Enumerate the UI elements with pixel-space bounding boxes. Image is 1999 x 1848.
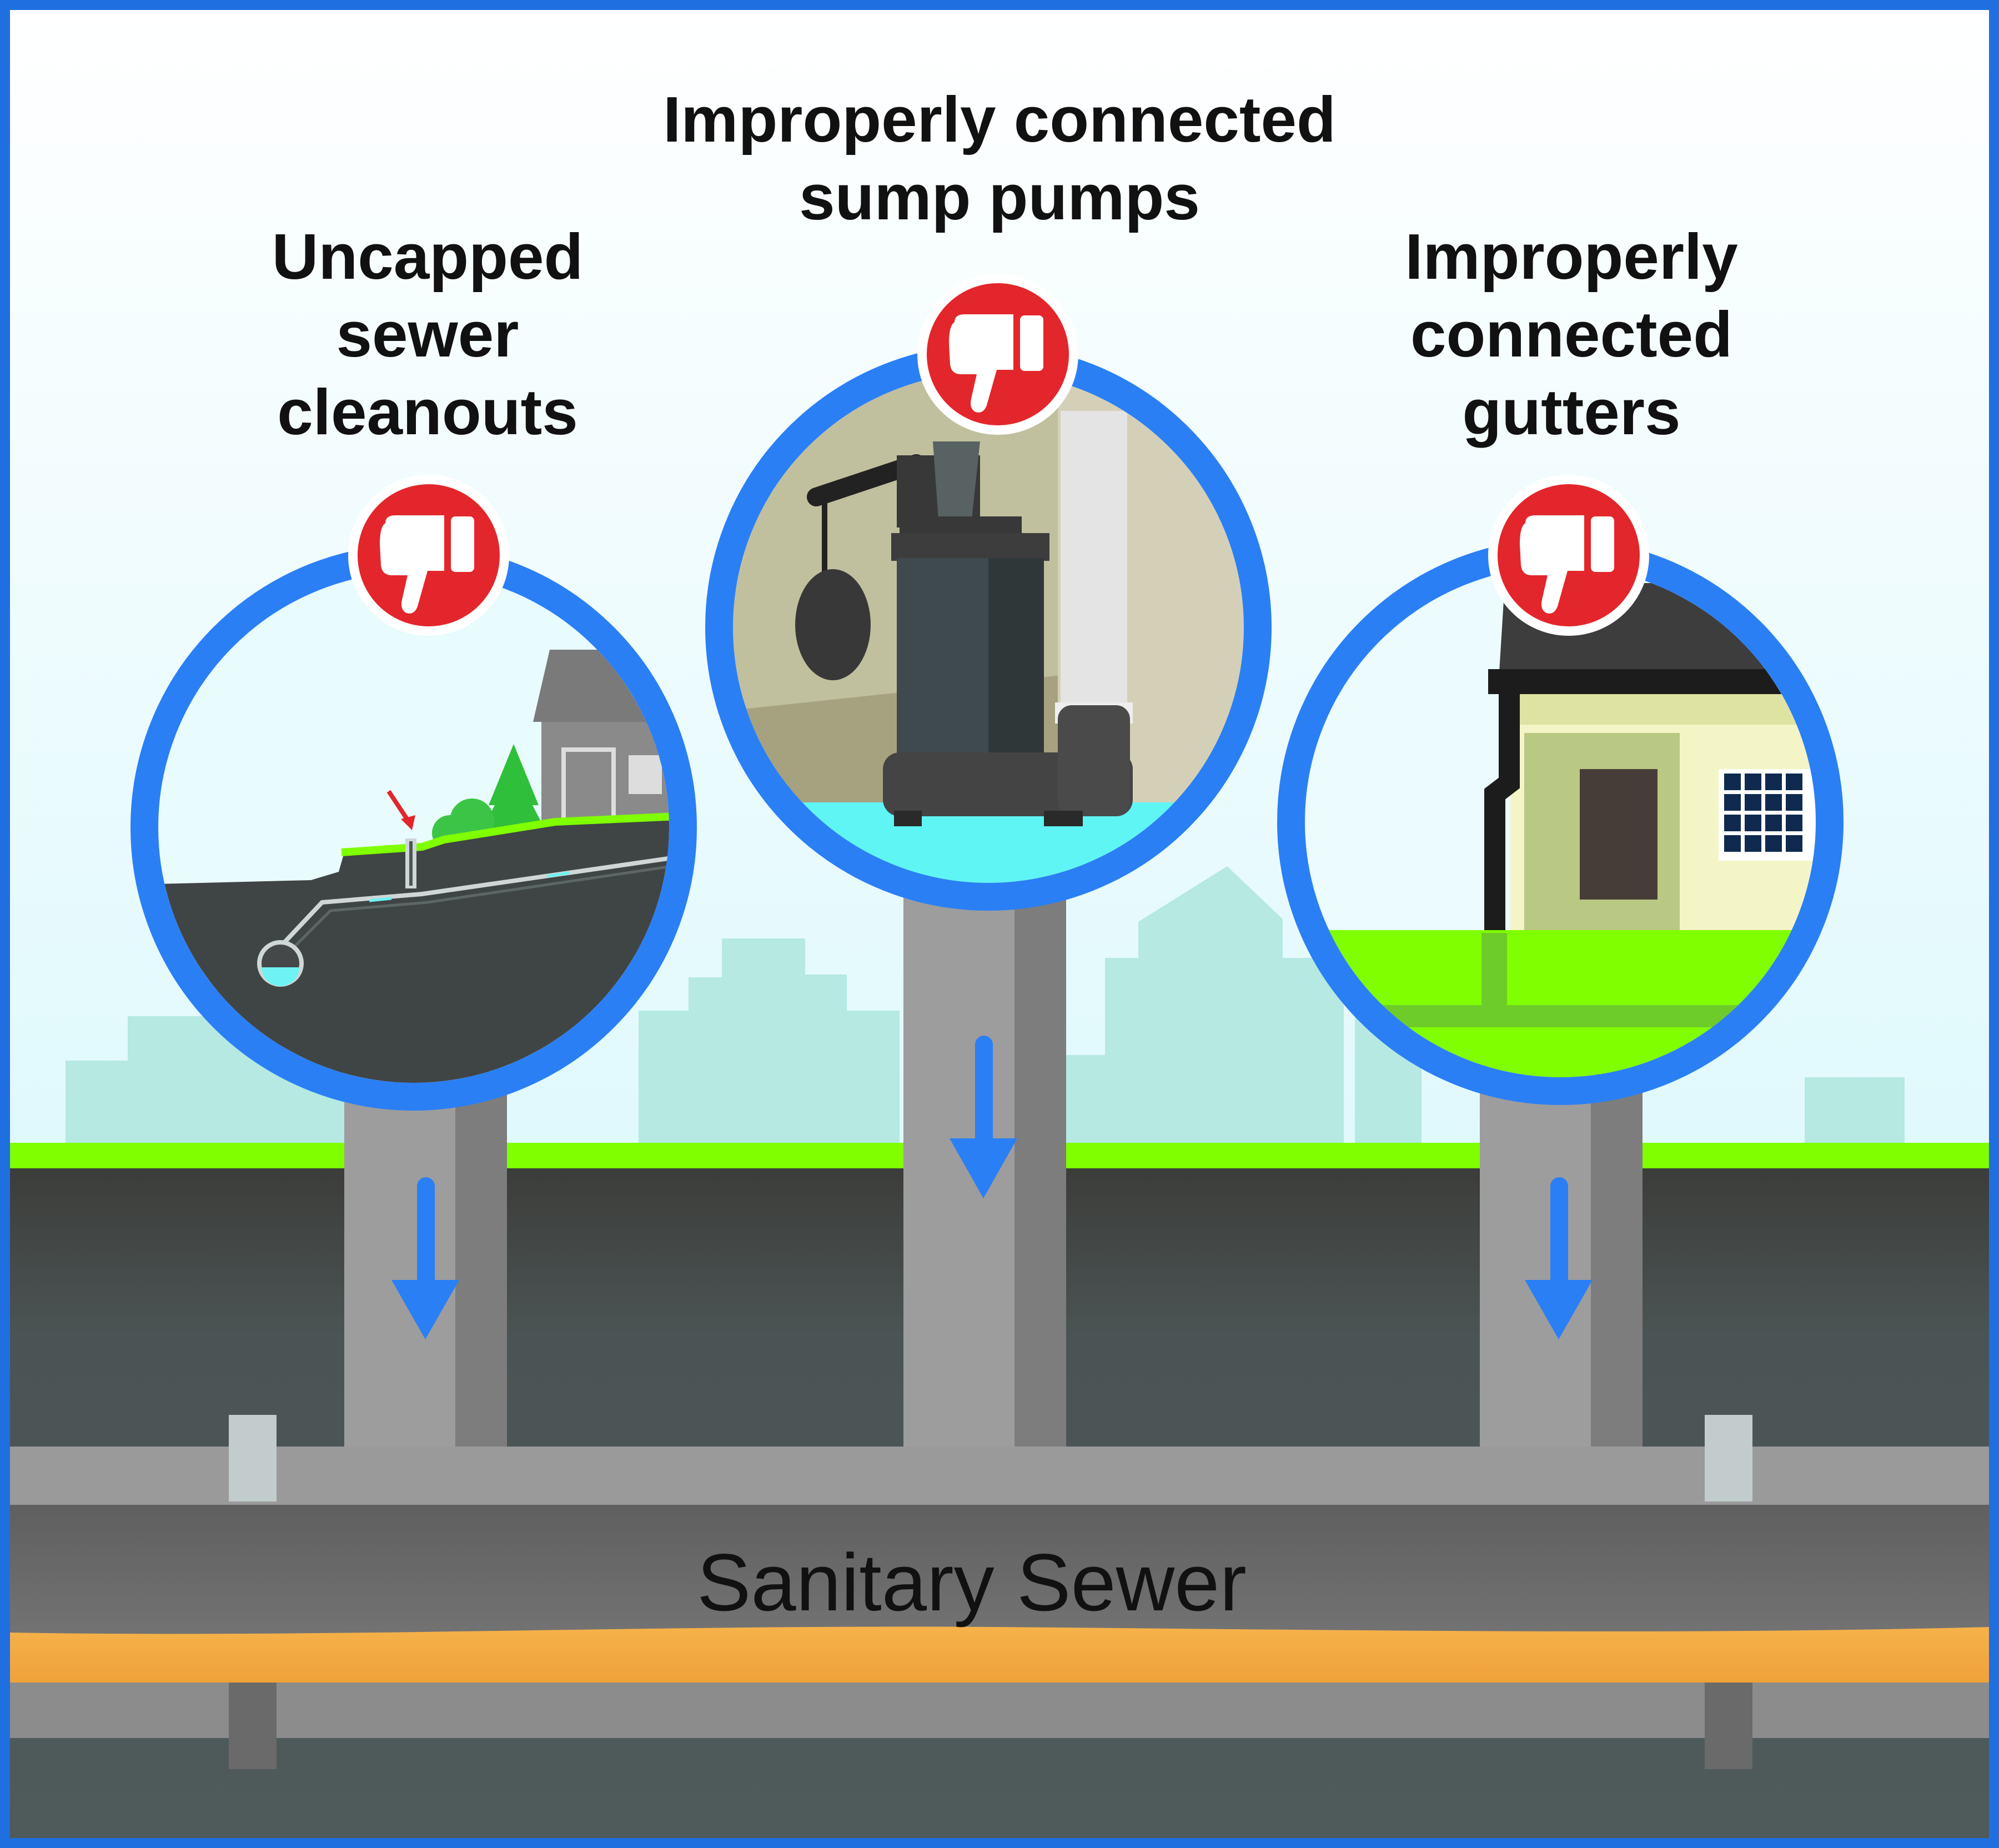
label-improperly-connected-gutters: Improperly connected gutters [1344, 218, 1799, 451]
pipe-collar-top-left [229, 1415, 277, 1502]
label-right-line-1: Improperly [1405, 220, 1738, 293]
pipe-center [903, 833, 1066, 1460]
city-skyline [66, 866, 1905, 1144]
pipe-collar-bottom-right [1705, 1683, 1752, 1769]
label-center-line-1: Improperly connected [663, 83, 1336, 155]
gutter-scene [1277, 539, 1844, 1105]
thumbs-down-icon [917, 274, 1078, 435]
arrow-down-icon [391, 1177, 459, 1339]
label-left-line-1: Uncapped [272, 220, 584, 293]
cleanout-scene [130, 544, 697, 1111]
sump-pump-scene [705, 344, 1272, 911]
sanitary-sewer-label: Sanitary Sewer [697, 1537, 1247, 1628]
sewage-flow [10, 1626, 1989, 1683]
label-improperly-connected-sump-pumps: Improperly connected sump pumps [583, 81, 1416, 236]
label-center-line-2: sump pumps [799, 161, 1200, 233]
arrow-down-icon [1525, 1177, 1593, 1339]
arrow-down-icon [950, 1036, 1017, 1198]
label-right-line-3: gutters [1462, 376, 1681, 448]
pipe-collar-bottom-left [229, 1683, 277, 1769]
sanitary-sewer-pipe [10, 1415, 1989, 1769]
thumbs-down-icon [348, 475, 509, 636]
pipe-collar-top-right [1705, 1415, 1752, 1502]
thumbs-down-icon [1488, 475, 1649, 636]
label-left-line-3: cleanouts [277, 376, 578, 448]
label-right-line-2: connected [1410, 298, 1733, 370]
label-left-line-2: sewer [336, 298, 519, 370]
label-uncapped-sewer-cleanouts: Uncapped sewer cleanouts [200, 218, 655, 451]
